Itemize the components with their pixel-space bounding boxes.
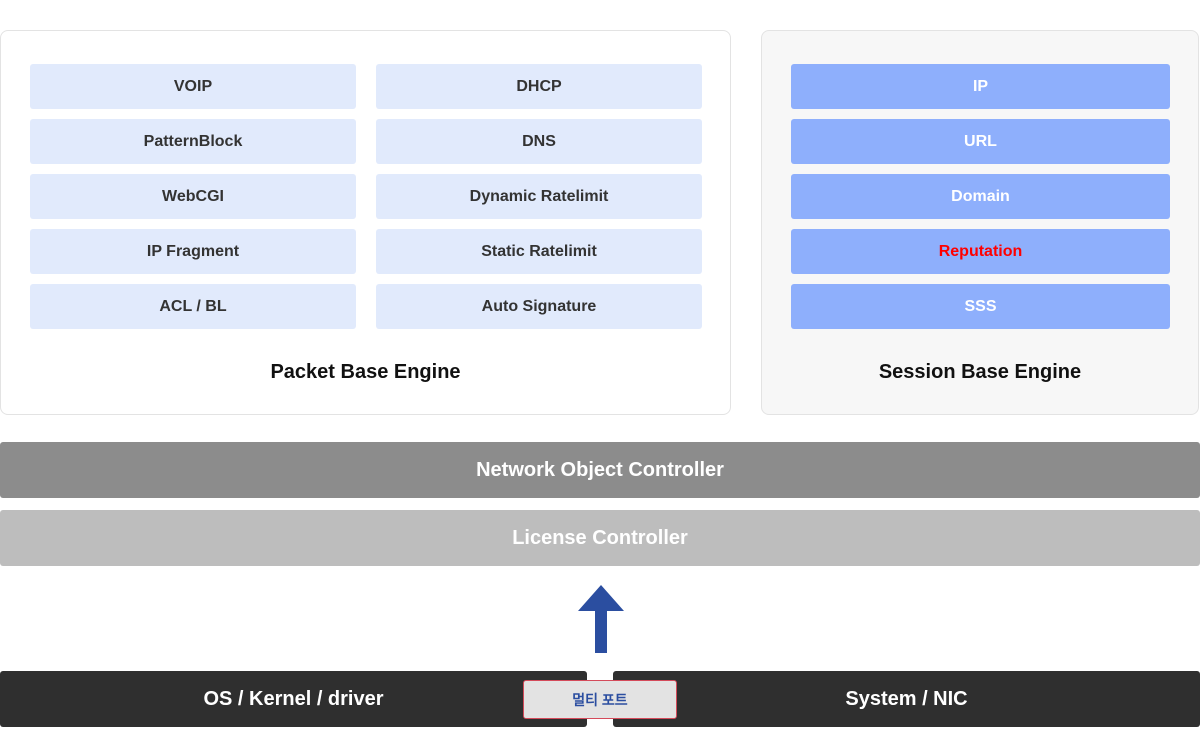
packet-item-dns: DNS <box>376 119 702 164</box>
session-item-ip: IP <box>791 64 1170 109</box>
packet-item-auto-signature: Auto Signature <box>376 284 702 329</box>
os-kernel-driver-block: OS / Kernel / driver <box>0 671 587 727</box>
session-item-sss: SSS <box>791 284 1170 329</box>
packet-item-static-ratelimit: Static Ratelimit <box>376 229 702 274</box>
packet-item-dhcp: DHCP <box>376 64 702 109</box>
packet-item-voip: VOIP <box>30 64 356 109</box>
packet-base-engine-panel: VOIP PatternBlock WebCGI IP Fragment ACL… <box>0 30 731 415</box>
session-item-url: URL <box>791 119 1170 164</box>
packet-engine-title: Packet Base Engine <box>270 361 461 383</box>
network-object-controller-bar: Network Object Controller <box>0 442 1200 498</box>
license-controller-bar: License Controller <box>0 510 1200 566</box>
session-base-engine-panel: IP URL Domain Reputation SSS Session Bas… <box>761 30 1199 415</box>
session-item-reputation: Reputation <box>791 229 1170 274</box>
multi-port-label: 멀티 포트 <box>523 680 677 719</box>
packet-item-dynamic-ratelimit: Dynamic Ratelimit <box>376 174 702 219</box>
packet-item-acl-bl: ACL / BL <box>30 284 356 329</box>
system-nic-block: System / NIC <box>613 671 1200 727</box>
session-engine-title: Session Base Engine <box>878 361 1082 383</box>
session-item-domain: Domain <box>791 174 1170 219</box>
packet-item-webcgi: WebCGI <box>30 174 356 219</box>
up-arrow-icon <box>578 585 624 653</box>
packet-item-ip-fragment: IP Fragment <box>30 229 356 274</box>
packet-item-patternblock: PatternBlock <box>30 119 356 164</box>
